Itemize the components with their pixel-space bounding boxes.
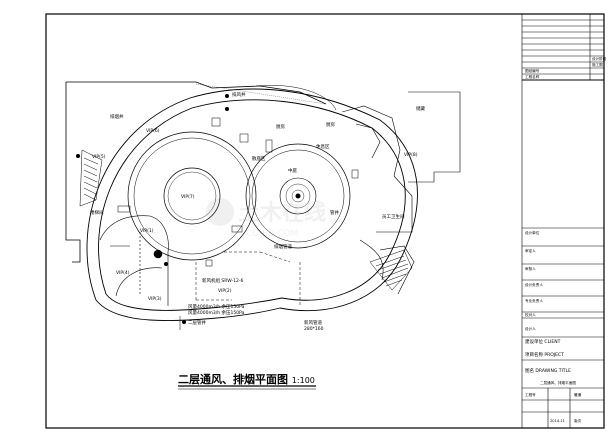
label-vip8: VIP(8) <box>404 152 418 158</box>
label-right-top: 储藏 <box>416 105 425 112</box>
label-vip5: VIP(5) <box>92 154 106 160</box>
label-vip2: VIP(2) <box>218 288 232 294</box>
label-vip4: VIP(4) <box>116 270 130 276</box>
label-kitchen: 厨房 <box>326 121 335 128</box>
tb-r8: 设计负责人 <box>525 282 543 287</box>
tb-r6: 审定人 <box>525 248 536 253</box>
tb-r3: 施工图 <box>592 62 603 67</box>
tb-r17: 暖通 <box>574 392 582 397</box>
bottom-left-rooms <box>99 215 169 306</box>
tb-r4: 工程名称 <box>525 74 540 79</box>
label-vip6: VIP(6) <box>146 128 160 134</box>
label-stair-mark: 二层管井 <box>188 319 206 326</box>
tb-r5: 设计单位 <box>525 230 540 235</box>
label-round: 中庭 <box>288 167 297 174</box>
tb-r2: 设计阶段 <box>592 56 607 61</box>
top-arc <box>255 85 337 111</box>
plan-scale: 1:100 <box>291 376 315 385</box>
label-shaft-a: 排风井 <box>232 91 246 98</box>
label-vip7: VIP(7) <box>181 194 195 200</box>
label-fan-note-2: 风量4000m3/h 余压150Pa <box>188 303 245 310</box>
tb-r11: 设计人 <box>525 326 536 331</box>
building-outer-ring <box>86 88 418 321</box>
label-side-room: 员工卫生间 <box>382 213 405 220</box>
label-small: 管井 <box>330 209 339 216</box>
right-rooms <box>341 91 461 295</box>
left-rotunda <box>127 131 257 261</box>
room-labels: VIP(5) VIP(6) VIP(7) VIP(4) VIP(3) VIP(2… <box>90 91 425 332</box>
right-rotunda <box>245 143 351 249</box>
title-block-text: 图纸编号 设计阶段 施工图 工程名称 设计单位 审定人 审核人 设计负责人 专业… <box>525 56 607 423</box>
tb-r15: 二层通风、排烟平面图 <box>540 380 576 385</box>
markers <box>76 94 229 324</box>
label-duct-2: 280*160 <box>304 326 324 332</box>
tb-r16: 工程号 <box>525 392 536 397</box>
tb-r14: 图名 DRAWING TITLE <box>525 367 571 374</box>
tb-r9: 专业负责人 <box>525 298 543 303</box>
label-vip1: VIP(1) <box>140 228 154 234</box>
label-vip3: VIP(3) <box>148 296 162 302</box>
top-hatch <box>195 83 327 105</box>
tb-r19: 版次 <box>574 418 582 423</box>
label-corridor-3: 休息区 <box>316 143 330 150</box>
left-stair <box>79 149 103 207</box>
plan-title: 二层通风、排烟平面图 1:100 <box>178 371 315 387</box>
duct-runs <box>195 251 301 306</box>
left-annex-wall <box>65 82 81 263</box>
top-wall <box>66 81 327 105</box>
tb-r10: 校对人 <box>525 312 536 317</box>
label-corridor-1: 厨房 <box>276 123 285 130</box>
label-shaft-b: 排烟井 <box>110 113 124 120</box>
tb-r12: 建设单位 CLIENT <box>525 338 561 345</box>
plan-title-text: 二层通风、排烟平面图 <box>178 373 288 386</box>
watermark: 土木在线 COIBB.COM <box>206 198 326 239</box>
label-fan-note-1: 新风机组 SRW-12-6 <box>202 277 243 284</box>
title-block <box>521 14 604 428</box>
label-duct-1: 新风管道 <box>304 319 322 326</box>
tb-r1: 图纸编号 <box>525 68 540 73</box>
small-details <box>110 117 359 330</box>
label-exhaust: 排烟管道 <box>274 243 292 250</box>
tb-r7: 审核人 <box>525 266 536 271</box>
right-stair <box>369 249 413 291</box>
label-fan-note-3: 风量4000m3/h 余压150Pa <box>188 309 245 316</box>
label-stair-note: 楼梯间 <box>90 209 104 216</box>
tb-r18: 2014.11 <box>550 419 565 423</box>
tb-r13: 项目名称 PROJECT <box>525 351 564 358</box>
label-corridor-2: 散座区 <box>252 155 266 162</box>
sheet-border <box>45 13 605 429</box>
